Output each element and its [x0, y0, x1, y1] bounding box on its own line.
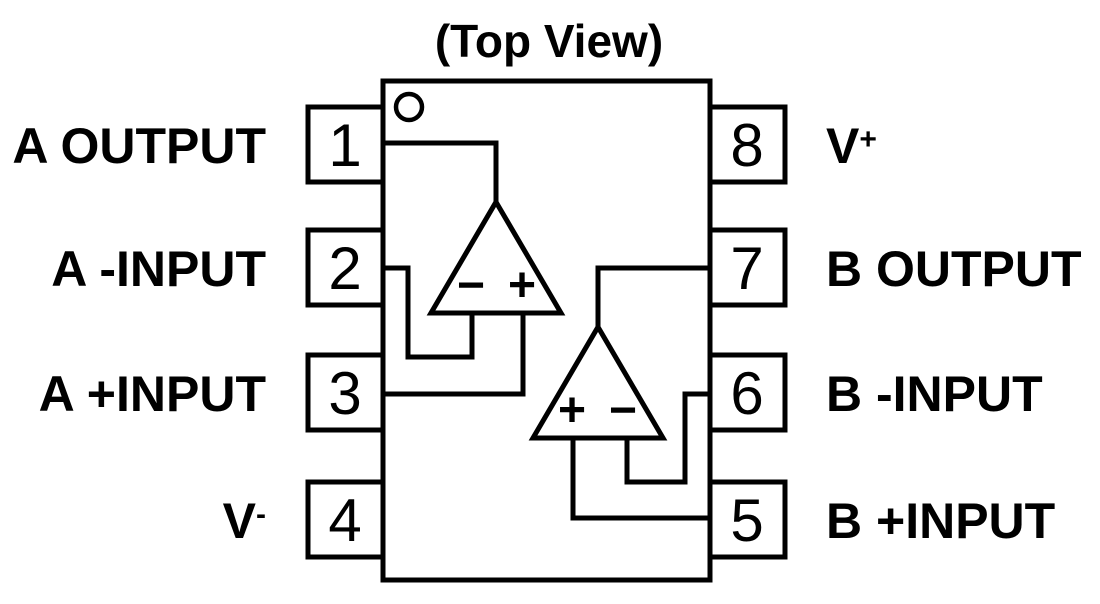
- pin-number-6: 6: [730, 360, 763, 427]
- pin-number-5: 5: [730, 487, 763, 554]
- pin-label-v-plus-base: V: [826, 118, 860, 174]
- ic-body: [380, 78, 713, 583]
- wire-pin5-to-opamp-b-plus: [570, 438, 710, 521]
- pin-label-v-minus: V-: [223, 493, 266, 549]
- pin-number-7: 7: [730, 235, 763, 302]
- pin-box-2: [305, 227, 386, 308]
- wire-pin7-to-opamp-b-output: [595, 265, 710, 332]
- pin1-indicator-dot-icon: [393, 91, 425, 123]
- pin-box-1: [305, 104, 386, 185]
- pin-label-b-output: B OUTPUT: [826, 241, 1082, 297]
- pin-label-a-output: A OUTPUT: [12, 118, 266, 174]
- diagram-title: (Top View): [435, 15, 663, 67]
- pin-label-b-minus-input: B -INPUT: [826, 366, 1043, 422]
- opamp-b-plus-sign: +: [558, 384, 586, 437]
- wire-pin1-to-opamp-a-output: [383, 140, 499, 207]
- opamp-a-triangle: [426, 197, 566, 316]
- pin-label-a-plus-input: A +INPUT: [39, 366, 266, 422]
- pin-label-v-plus: V+: [826, 118, 877, 174]
- pin-box-7: [707, 227, 788, 308]
- pin-number-3: 3: [328, 360, 361, 427]
- pin-box-8: [707, 104, 788, 185]
- pin-label-v-plus-sup: +: [859, 123, 877, 156]
- wire-pin6-to-opamp-b-minus: [624, 391, 710, 485]
- opamp-b-minus-sign: −: [609, 384, 637, 437]
- pin-label-a-minus-input: A -INPUT: [51, 241, 266, 297]
- pin-box-5: [707, 479, 788, 560]
- pin-label-v-minus-base: V: [223, 493, 257, 549]
- pin-number-2: 2: [328, 235, 361, 302]
- opamp-a-plus-sign: +: [508, 259, 536, 312]
- pin-label-b-plus-input: B +INPUT: [826, 493, 1055, 549]
- pin-number-4: 4: [328, 487, 361, 554]
- wire-pin3-to-opamp-a-plus: [383, 313, 526, 397]
- pin-box-6: [707, 352, 788, 433]
- pin-box-3: [305, 352, 386, 433]
- pin-box-4: [305, 479, 386, 560]
- opamp-b-triangle: [528, 322, 668, 441]
- opamp-a-minus-sign: −: [457, 259, 485, 312]
- pin-number-1: 1: [328, 112, 361, 179]
- pin-label-v-minus-sup: -: [256, 498, 266, 531]
- wire-pin2-to-opamp-a-minus: [383, 265, 475, 360]
- pin-number-8: 8: [730, 112, 763, 179]
